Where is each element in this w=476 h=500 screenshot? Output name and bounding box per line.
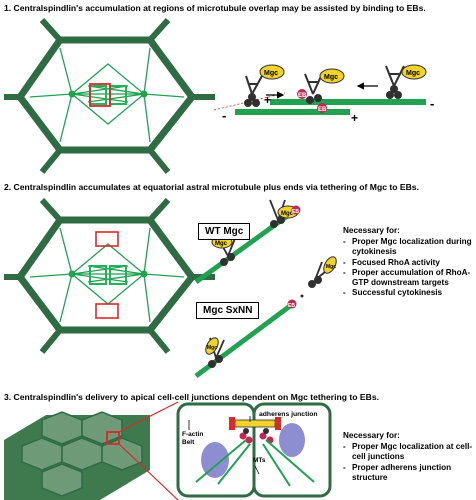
mgc-label: Mgc — [326, 264, 336, 270]
necessary-title: Necessary for: — [343, 431, 400, 440]
centralspindlin-complex: Mgc — [244, 64, 285, 107]
minus-label: - — [222, 108, 226, 123]
highlight-box — [95, 303, 119, 319]
panel2-heading: 2. Centralspindlin accumulates at equato… — [4, 182, 419, 192]
necessary-item: Proper accumulation of RhoA-GTP downstre… — [343, 268, 473, 288]
eb-label: EB — [318, 107, 327, 113]
mgc-label: Mgc — [215, 241, 228, 247]
minus-label: - — [430, 96, 434, 111]
necessary-title: Necessary for: — [343, 226, 400, 235]
wt-mgc-label: WT Mgc — [198, 223, 251, 240]
mgc-label: Mgc — [207, 345, 217, 351]
mgc-sxnn-label: Mgc SxNN — [196, 302, 260, 319]
plus-label: + — [264, 93, 271, 107]
wt-astral-microtubule: Mgc Mgc EB — [194, 199, 301, 285]
adherens-junction-label: adherens junction — [259, 411, 318, 418]
mts-label: MTs — [253, 457, 266, 464]
panel3-necessary-list: Necessary for: Proper Mgc localization a… — [343, 431, 475, 483]
mgc-label: Mgc — [324, 74, 338, 81]
centralspindlin-with-eb: EB EB Mgc — [297, 68, 345, 113]
highlight-box — [106, 431, 120, 445]
belt-label: Belt — [182, 439, 195, 446]
necessary-item: Proper Mgc localization during cytokines… — [343, 237, 473, 257]
panel1-heading: 1. Centralspindlin's accumulation at reg… — [4, 3, 426, 13]
panel1-microtubule-overlap: - + + - Mgc EB EB Mgc Mgc — [213, 64, 434, 125]
necessary-item: Successful cytokinesis — [343, 288, 473, 298]
sxnn-astral-microtubule: Mgc EB Mgc — [194, 256, 337, 379]
centralspindlin-complex: Mgc — [385, 64, 427, 99]
panel3-epithelium — [4, 401, 179, 500]
panel3-junction-detail: adherens junction F-actin Belt MTs — [176, 402, 332, 498]
necessary-item: Focused RhoA activity — [343, 258, 473, 268]
plus-label: + — [351, 111, 358, 125]
mgc-label: Mgc — [264, 70, 278, 77]
eb-label: EB — [288, 303, 295, 309]
panel2-dividing-cell — [4, 197, 215, 354]
f-actin-label: F-actin — [182, 431, 203, 438]
highlight-box — [89, 83, 111, 107]
eb-label: EB — [298, 93, 307, 99]
highlight-box — [95, 231, 119, 247]
mgc-label: Mgc — [281, 211, 294, 217]
panel1-dividing-cell — [4, 17, 215, 174]
mgc-label: Mgc — [406, 70, 420, 77]
panel3-heading: 3. Centralspindlin's delivery to apical … — [4, 392, 379, 402]
necessary-item: Proper Mgc localization at cell-cell jun… — [343, 442, 475, 462]
panel2-necessary-list: Necessary for: Proper Mgc localization d… — [343, 226, 473, 299]
necessary-item: Proper adherens junction structure — [343, 463, 475, 483]
eb-label: EB — [292, 209, 299, 215]
